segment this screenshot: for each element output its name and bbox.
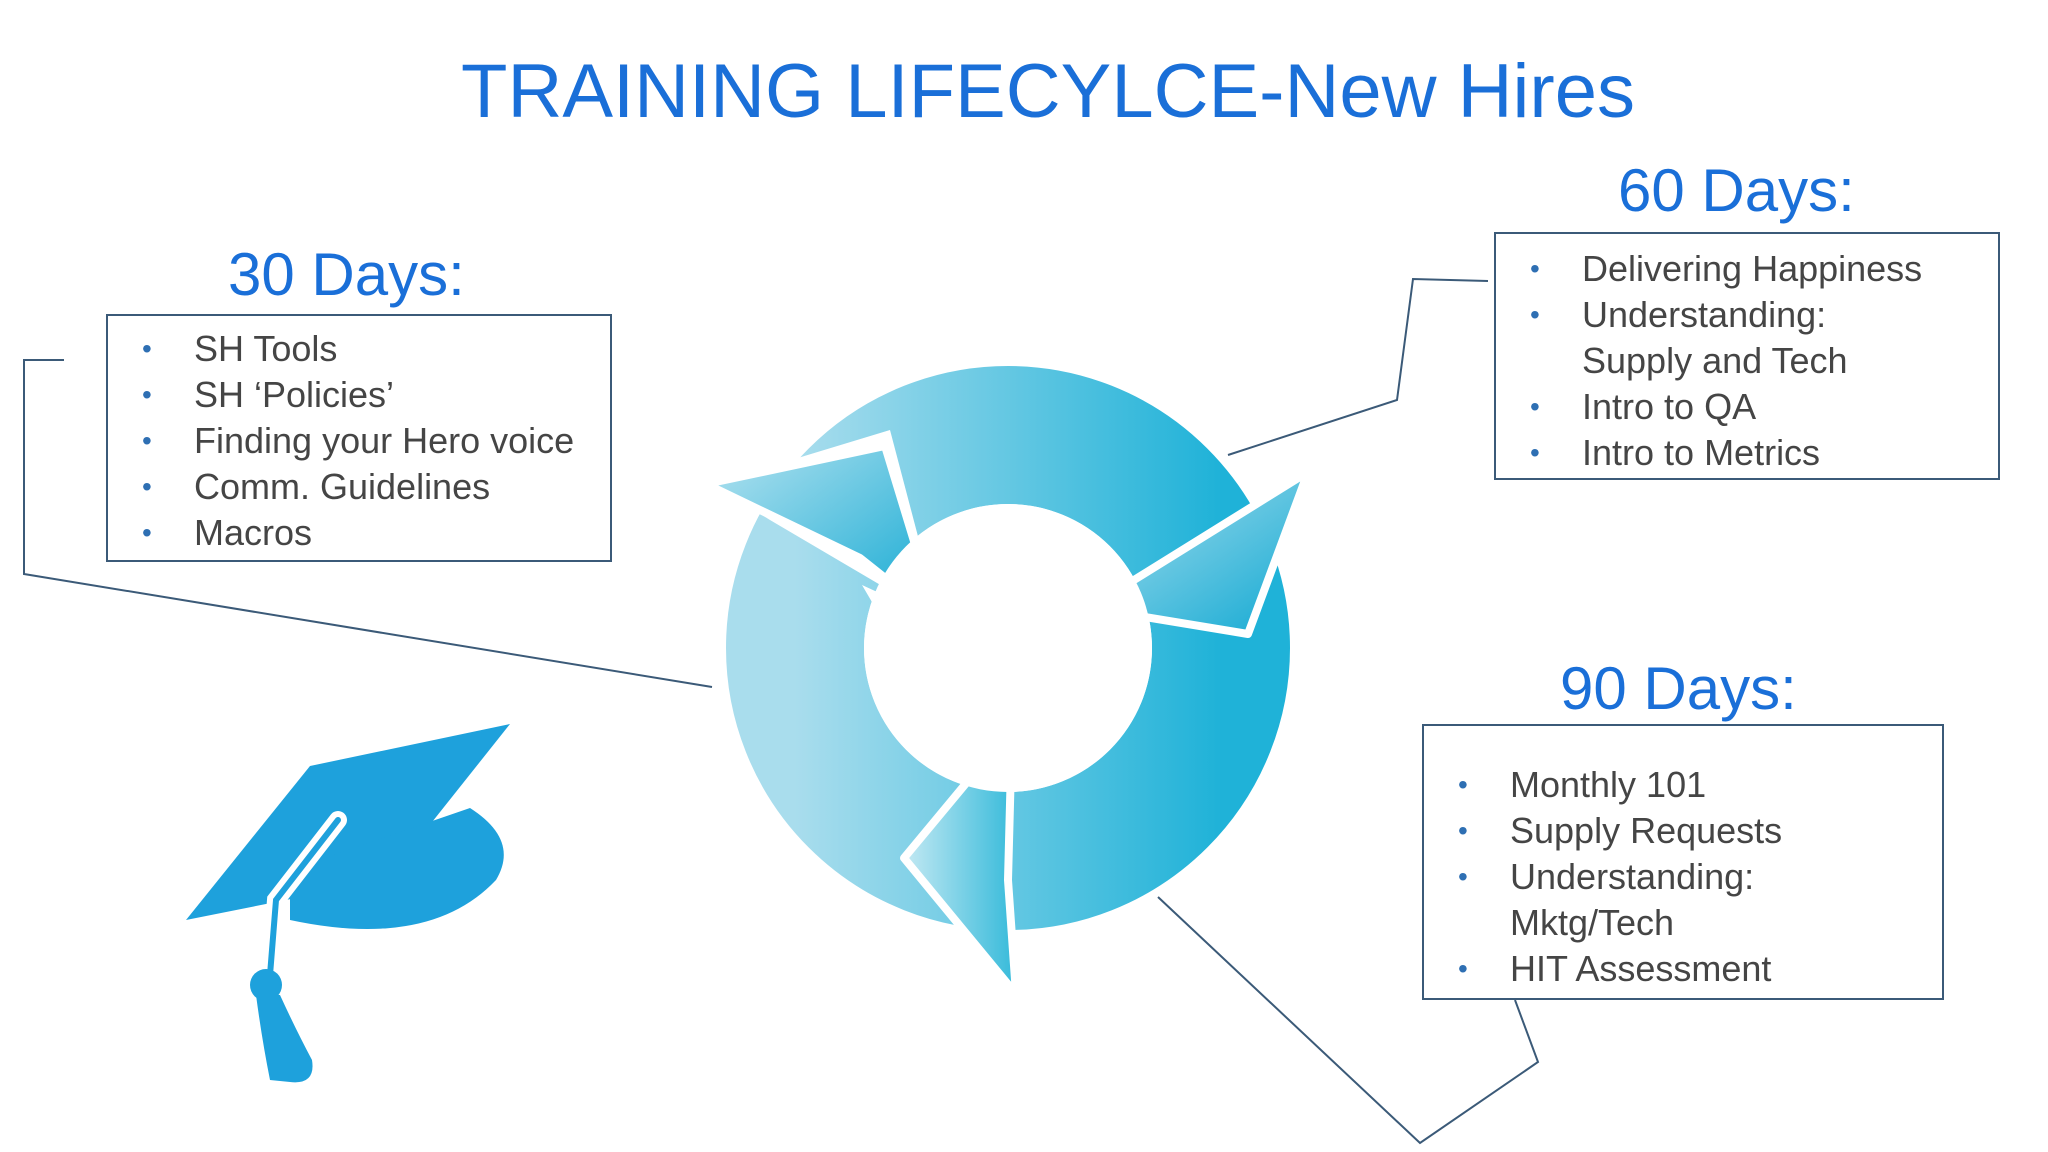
list-item: •Finding your Hero voice xyxy=(108,418,610,464)
stage-60-days-list: •Delivering Happiness •Understanding: Su… xyxy=(1496,246,1998,476)
stage-30-days-box: •SH Tools •SH ‘Policies’ •Finding your H… xyxy=(106,314,612,562)
stage-30-days-list: •SH Tools •SH ‘Policies’ •Finding your H… xyxy=(108,326,610,556)
list-item-continuation: Supply and Tech xyxy=(1582,340,1848,381)
stage-90-days-heading: 90 Days: xyxy=(1560,655,1797,722)
list-item: •Macros xyxy=(108,510,610,556)
stage-60-days-box: •Delivering Happiness •Understanding: Su… xyxy=(1494,232,2000,480)
cycle-arrows-icon xyxy=(702,366,1312,998)
bullet-icon: • xyxy=(142,517,152,548)
stage-90-days-box: •Monthly 101 •Supply Requests •Understan… xyxy=(1422,724,1944,1000)
bullet-icon: • xyxy=(1458,769,1468,800)
bullet-icon: • xyxy=(142,425,152,456)
list-item: •SH ‘Policies’ xyxy=(108,372,610,418)
list-item: •HIT Assessment xyxy=(1424,946,1942,992)
list-item: •Intro to QA xyxy=(1496,384,1998,430)
list-item-continuation: Mktg/Tech xyxy=(1510,902,1675,943)
bullet-icon: • xyxy=(142,471,152,502)
bullet-icon: • xyxy=(1458,953,1468,984)
stage-90-days-list: •Monthly 101 •Supply Requests •Understan… xyxy=(1424,762,1942,992)
page-title: TRAINING LIFECYLCE-New Hires xyxy=(461,49,1635,134)
stage-30-days-heading: 30 Days: xyxy=(228,241,465,308)
connector-90-days xyxy=(1157,896,1540,1145)
bullet-icon: • xyxy=(1530,299,1540,330)
bullet-icon: • xyxy=(1458,815,1468,846)
graduation-cap-icon xyxy=(186,724,510,1083)
list-item: •Understanding: xyxy=(1496,292,1998,338)
connector-30-days xyxy=(23,359,713,688)
list-item: •Supply Requests xyxy=(1424,808,1942,854)
bullet-icon: • xyxy=(1530,437,1540,468)
bullet-icon: • xyxy=(142,379,152,410)
list-item: •Understanding: xyxy=(1424,854,1942,900)
list-item: •Intro to Metrics xyxy=(1496,430,1998,476)
list-item: •Delivering Happiness xyxy=(1496,246,1998,292)
bullet-icon: • xyxy=(1530,391,1540,422)
connector-60-days xyxy=(1227,277,1489,456)
stage-60-days-heading: 60 Days: xyxy=(1618,157,1855,224)
bullet-icon: • xyxy=(1458,861,1468,892)
list-item: •SH Tools xyxy=(108,326,610,372)
bullet-icon: • xyxy=(142,333,152,364)
list-item: •Monthly 101 xyxy=(1424,762,1942,808)
bullet-icon: • xyxy=(1530,253,1540,284)
list-item: •Comm. Guidelines xyxy=(108,464,610,510)
